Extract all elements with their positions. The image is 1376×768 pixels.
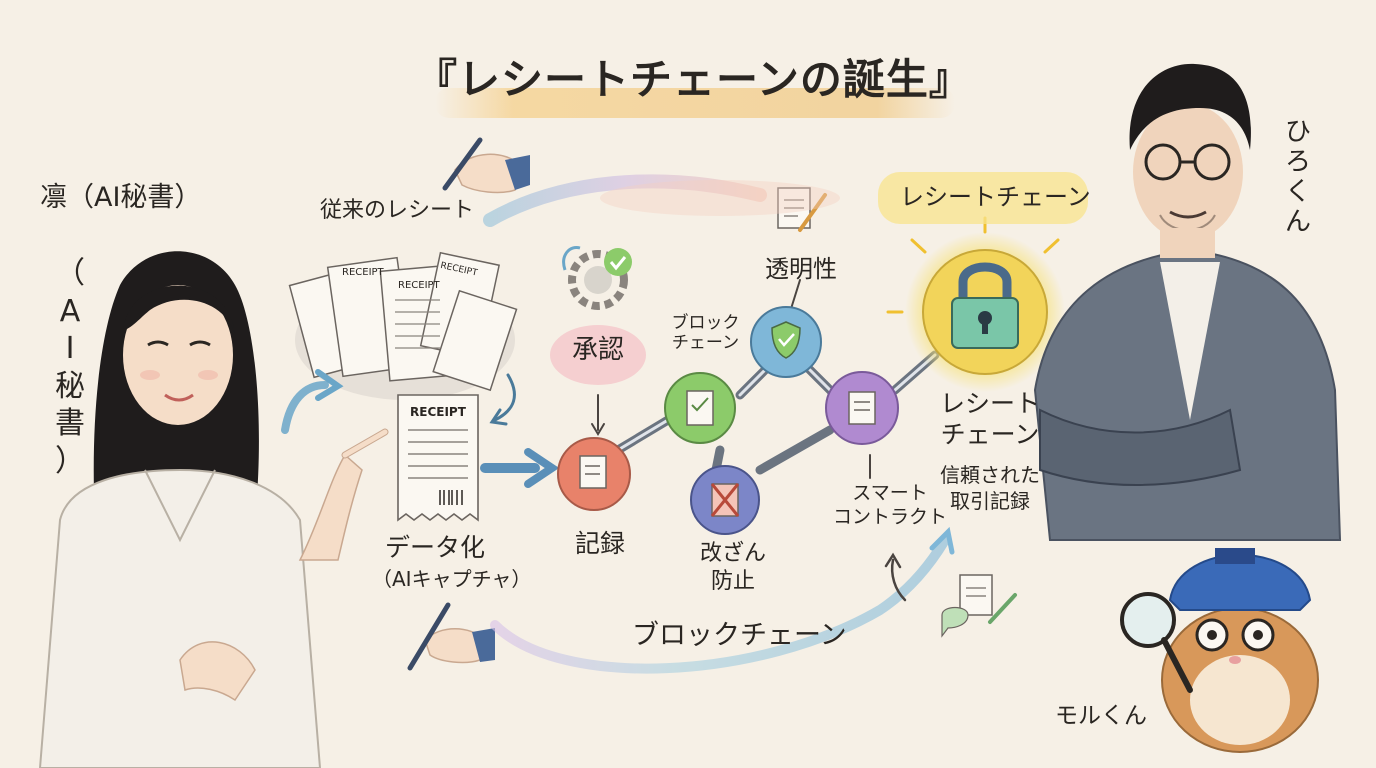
title-block: 『レシートチェーンの誕生』 bbox=[415, 50, 971, 120]
wash-decoration bbox=[600, 180, 840, 216]
vertical-char: ろ bbox=[1284, 146, 1311, 177]
receipt-word: RECEIPT bbox=[398, 280, 441, 291]
approval-bubble bbox=[550, 325, 646, 385]
receipt-word: RECEIPT bbox=[410, 405, 467, 419]
page-title: 『レシートチェーンの誕生』 bbox=[415, 55, 972, 104]
label-line: スマート bbox=[852, 482, 928, 504]
vertical-char: ん bbox=[1284, 206, 1311, 237]
label-line: 信頼された bbox=[940, 463, 1040, 487]
label-approval: 承認 bbox=[572, 335, 625, 365]
woman-character bbox=[38, 251, 389, 768]
label-smart-contract: スマート コントラクト bbox=[830, 482, 950, 530]
man-character bbox=[1033, 63, 1342, 541]
title-highlight bbox=[435, 88, 955, 118]
vertical-char: ） bbox=[55, 443, 85, 479]
label-line: コントラクト bbox=[832, 505, 947, 528]
label-line: 防止 bbox=[710, 568, 755, 594]
vertical-char: （ bbox=[55, 256, 85, 291]
label-line: 改ざん bbox=[699, 541, 766, 566]
vertical-char: 秘 bbox=[55, 368, 85, 404]
pen-hand-bottom bbox=[407, 602, 495, 671]
label-line: 取引記録 bbox=[950, 489, 1030, 513]
vertical-char: ひ bbox=[1284, 117, 1311, 147]
label-line: レシート bbox=[939, 389, 1040, 418]
label-line: チェーン bbox=[940, 420, 1040, 450]
lock-icon bbox=[886, 216, 1084, 392]
character-name-morukun: モルくん bbox=[1055, 703, 1147, 729]
label-digitize: データ化 bbox=[385, 533, 486, 562]
receipt-chain-banner-highlight bbox=[878, 172, 1088, 224]
document-pen-icon bbox=[777, 187, 827, 232]
label-tamper-proof: 改ざん 防止 bbox=[698, 540, 768, 595]
label-blockchain-bottom: ブロックチェーン bbox=[632, 620, 847, 651]
character-vertical-label: （ A I 秘 書 ） bbox=[48, 255, 92, 480]
gear-check-icon bbox=[562, 245, 632, 310]
node-tamper bbox=[690, 465, 760, 535]
label-blockchain-node: ブロック チェーン bbox=[658, 313, 753, 354]
guinea-pig-character bbox=[1120, 548, 1319, 753]
pen-hand-top bbox=[442, 137, 530, 194]
character-name-rin: 凛（AI秘書） bbox=[40, 182, 202, 213]
label-ai-capture: （AIキャプチャ） bbox=[372, 567, 532, 591]
vertical-char: I bbox=[65, 331, 75, 366]
character-name-hirokun: ひ ろ く ん bbox=[1283, 117, 1313, 238]
vertical-char: 書 bbox=[55, 406, 85, 441]
label-transparency: 透明性 bbox=[765, 255, 837, 283]
label-receipt-chain-banner: レシートチェーン bbox=[900, 183, 1091, 211]
node-record bbox=[557, 437, 631, 511]
digital-receipt: RECEIPT bbox=[397, 394, 479, 522]
vertical-char: く bbox=[1284, 176, 1311, 207]
label-traditional-receipt: 従来のレシート bbox=[320, 198, 475, 223]
label-line: ブロック bbox=[671, 313, 740, 333]
receipt-word: RECEIPT bbox=[342, 267, 385, 278]
node-shield bbox=[750, 306, 822, 378]
receipts-pile: RECEIPT RECEIPT RECEIPT bbox=[288, 251, 518, 400]
label-trusted-record: 信頼された 取引記録 bbox=[930, 462, 1050, 514]
document-chat-icon bbox=[941, 574, 1017, 638]
label-receipt-chain: レシート チェーン bbox=[935, 388, 1045, 451]
vertical-char: A bbox=[59, 293, 81, 329]
node-contract bbox=[825, 371, 899, 445]
flow-arrows bbox=[281, 174, 955, 674]
label-line: チェーン bbox=[671, 333, 740, 354]
node-clipboard bbox=[664, 372, 736, 444]
label-record: 記録 bbox=[575, 529, 626, 558]
